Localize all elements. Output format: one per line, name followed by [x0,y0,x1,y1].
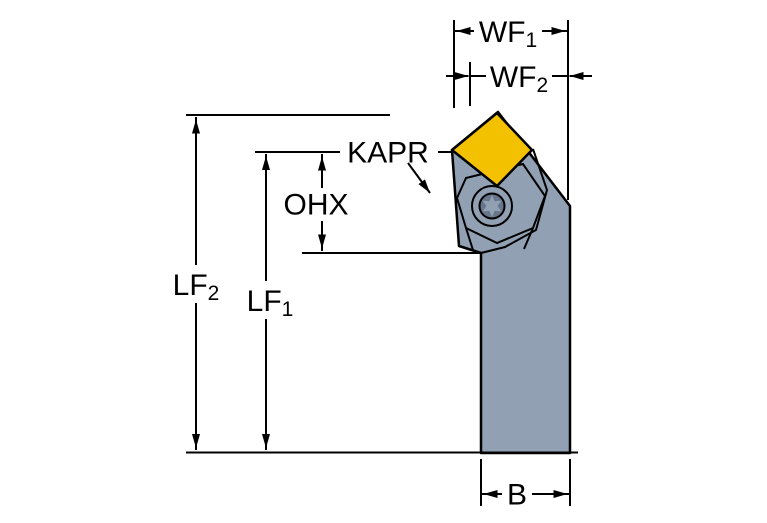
cutting-insert [450,111,534,188]
dim-lf1: LF1 [240,154,302,450]
label-mask [486,58,552,94]
dim-wf2: WF2 [446,58,592,106]
label-mask [474,13,542,49]
label-kapr: KAPR [347,137,429,170]
arrowhead-line [407,162,431,194]
tool-head-edge [480,148,549,254]
label-wf1: WF1 [479,16,537,52]
label-b: B [507,479,527,512]
tool-holder [450,110,572,455]
label-wf2: WF2 [490,61,548,97]
dim-wf1: WF1 [453,13,569,200]
dim-lf2: LF2 [166,114,578,454]
dim-kapr: KAPR [255,134,452,194]
clamp-edge-right [523,227,534,250]
label-ohx: OHX [283,189,348,222]
dim-b: B [480,459,571,512]
label-mask [240,281,302,319]
label-lf1: LF1 [247,285,294,321]
torx-screw-icon [482,195,502,217]
label-mask [340,134,438,170]
label-mask [284,188,348,221]
label-mask [502,477,532,511]
dim-ohx: OHX [283,154,481,254]
clamp-edge-left [465,227,474,251]
label-lf2: LF2 [173,269,220,305]
label-mask [166,265,228,303]
